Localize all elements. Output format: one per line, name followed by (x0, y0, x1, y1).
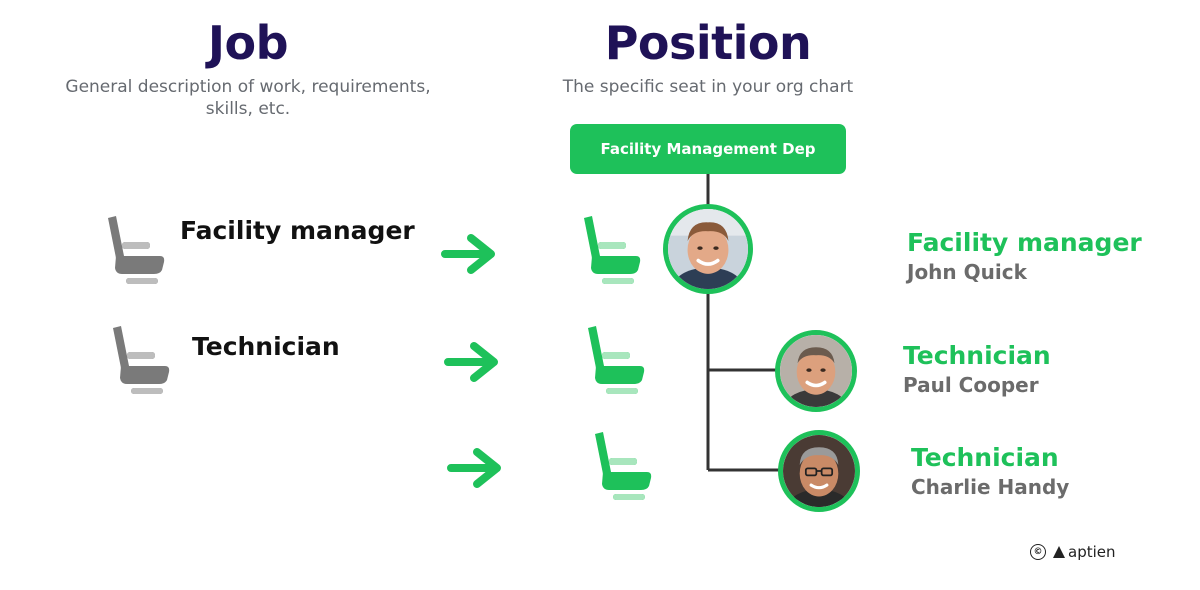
position-role-technician-1: Technician (903, 341, 1051, 370)
position-description: The specific seat in your org chart (562, 77, 854, 97)
avatar-john-quick[interactable] (663, 204, 753, 294)
position-name-charlie-handy: Charlie Handy (911, 475, 1070, 499)
position-role-facility-manager: Facility manager (907, 228, 1142, 257)
job-title: Job (207, 16, 289, 70)
job-item-facility-manager: Facility manager (180, 216, 415, 245)
avatar-photo (668, 209, 748, 289)
copyright-icon: © (1030, 544, 1046, 560)
aptien-logo-icon (1053, 546, 1065, 558)
avatar-photo (783, 435, 855, 507)
brand-name: aptien (1068, 543, 1116, 561)
avatar-paul-cooper[interactable] (775, 330, 857, 412)
avatar-charlie-handy[interactable] (778, 430, 860, 512)
chair-icon (595, 432, 652, 500)
chair-icon (108, 216, 165, 284)
position-name-john-quick: John Quick (907, 260, 1027, 284)
position-role-technician-2: Technician (911, 443, 1059, 472)
brand-footer: © aptien (1030, 543, 1116, 561)
chair-icon (588, 326, 645, 394)
department-box[interactable]: Facility Management Dep (570, 124, 846, 174)
position-name-paul-cooper: Paul Cooper (903, 373, 1039, 397)
position-title: Position (604, 16, 812, 70)
avatar-photo (780, 335, 852, 407)
chair-icon (113, 326, 170, 394)
job-item-technician: Technician (192, 332, 340, 361)
job-description: General description of work, requirement… (65, 77, 431, 119)
chair-icon (584, 216, 641, 284)
